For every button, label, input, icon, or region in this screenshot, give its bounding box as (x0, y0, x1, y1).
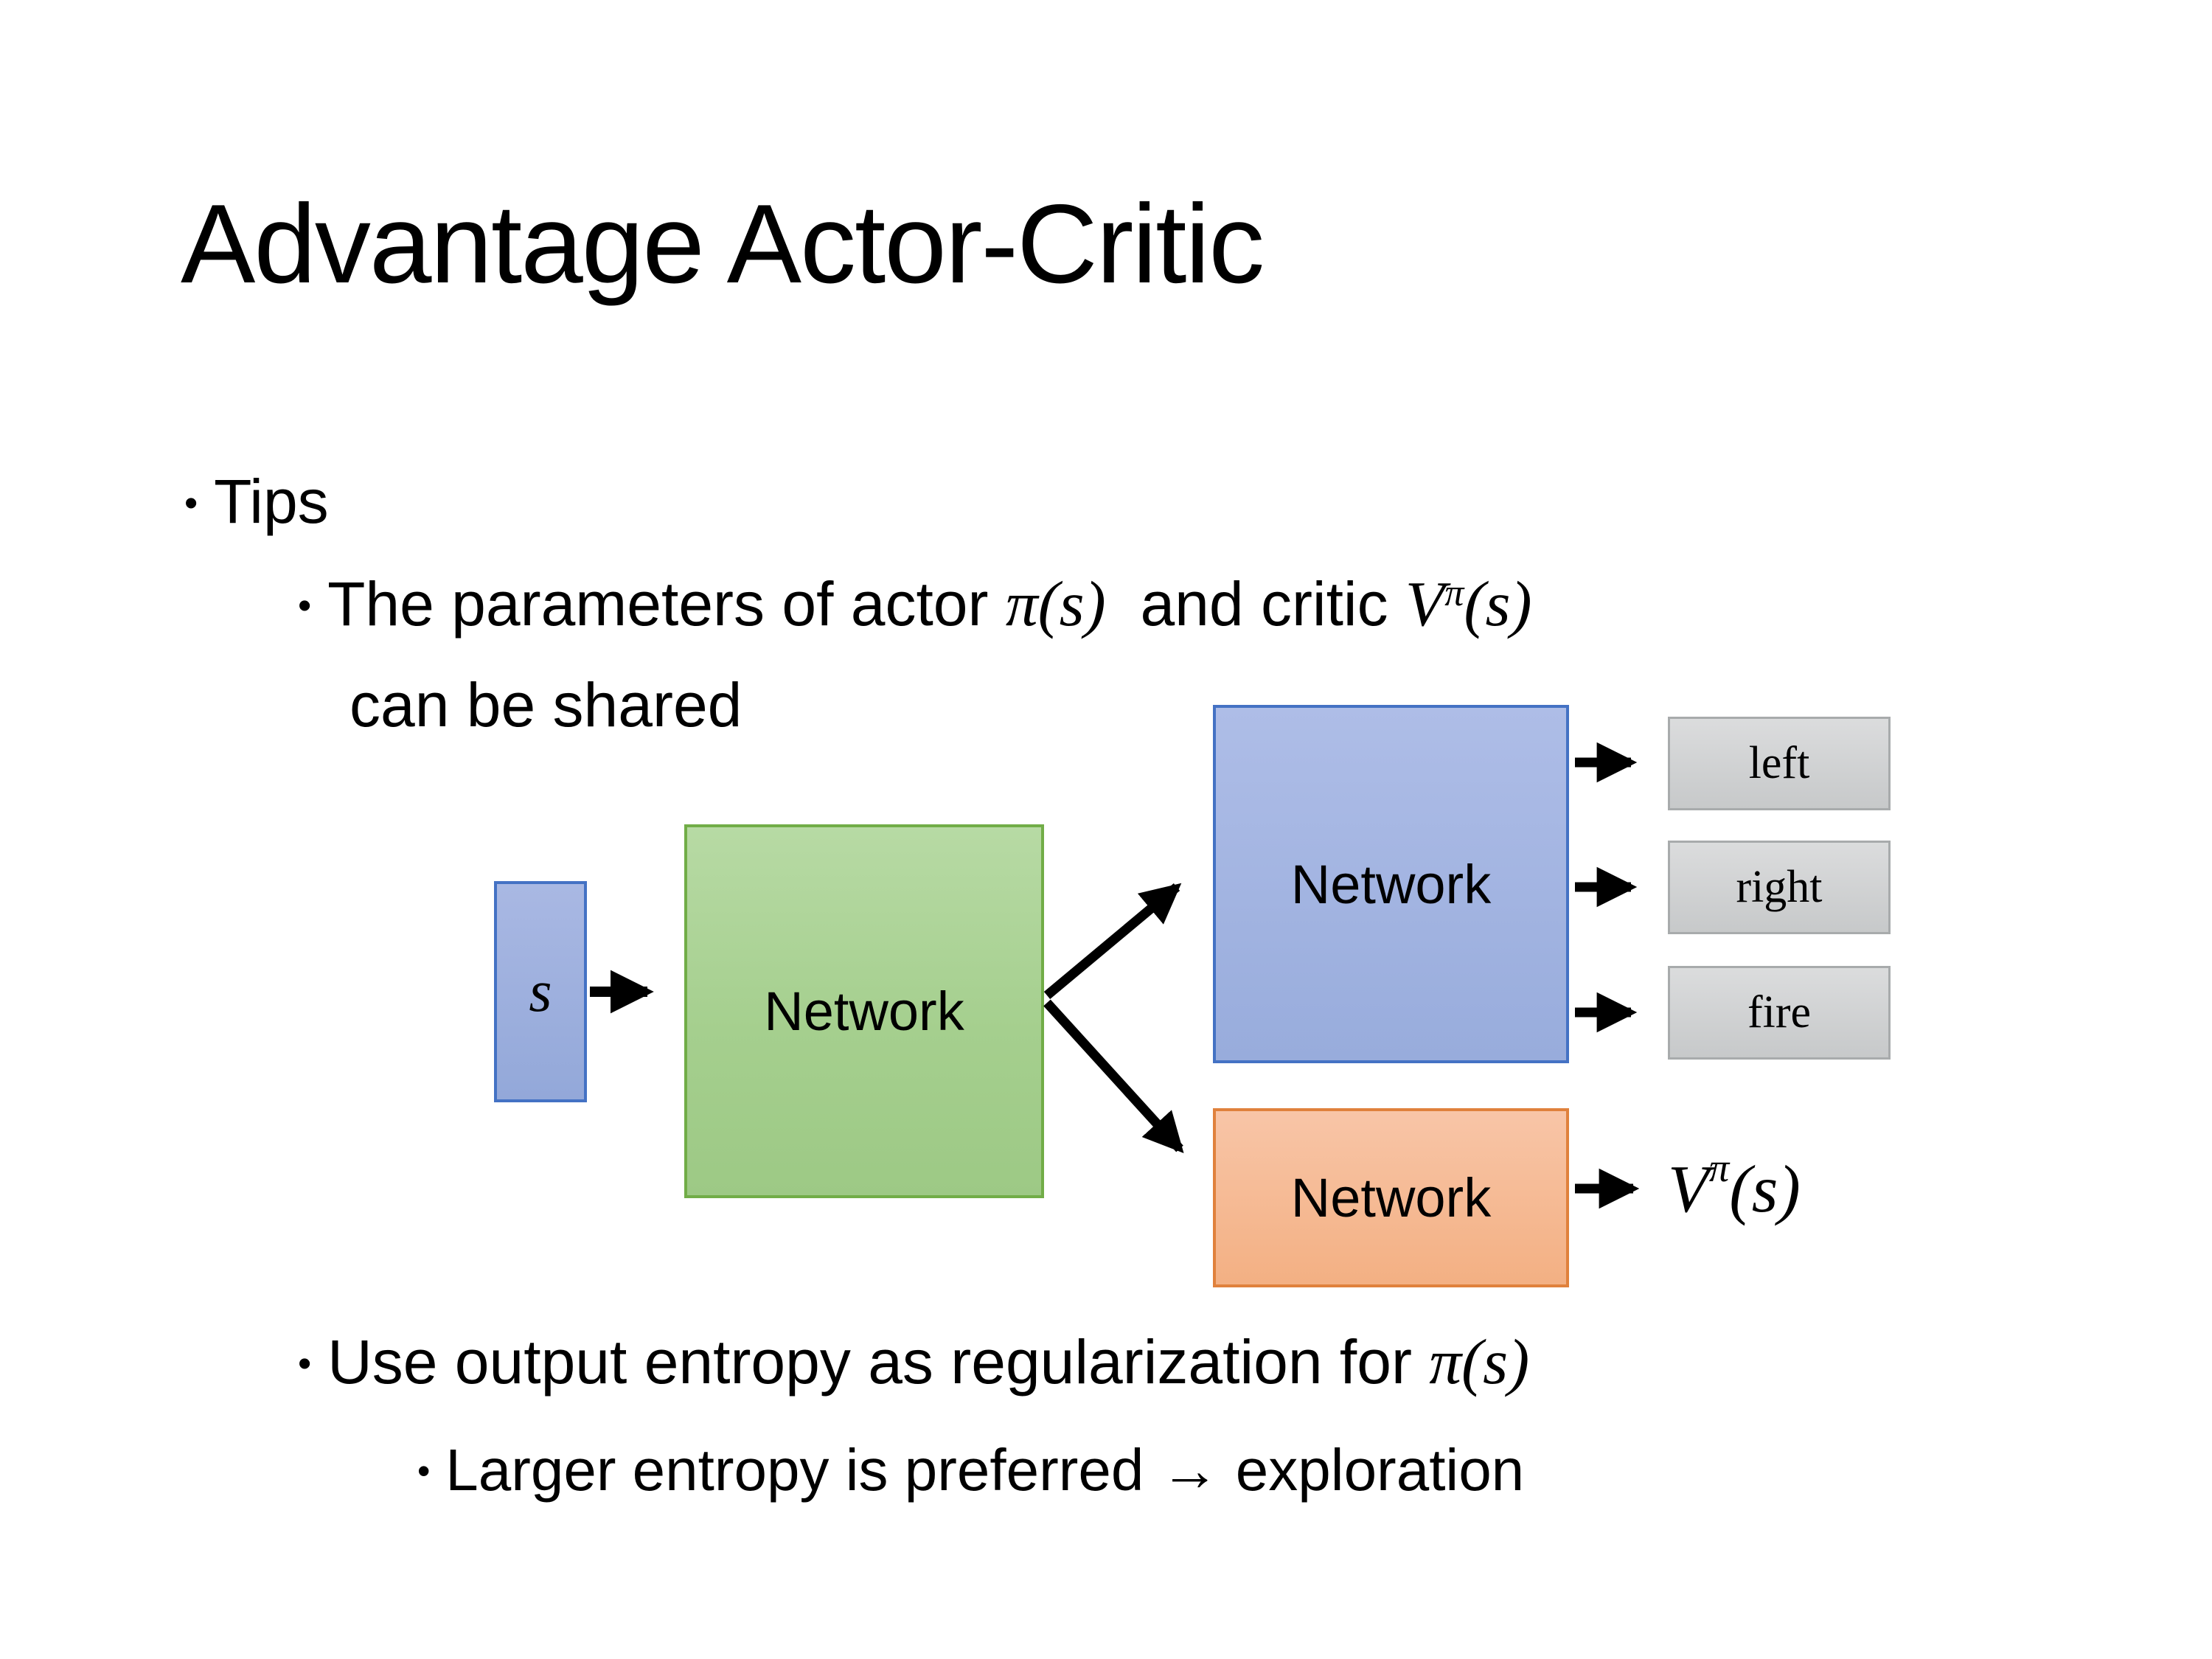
actor-network-box: Network (1213, 705, 1569, 1063)
action-box-left: left (1668, 717, 1891, 810)
value-base: V (1668, 1151, 1709, 1226)
bullet-tips: • Tips (184, 466, 329, 538)
exploration-text: Larger entropy is preferred → exploratio… (445, 1437, 1525, 1503)
shared-network-box: Network (684, 824, 1044, 1198)
tips-label: Tips (214, 467, 329, 536)
action-box-right: right (1668, 841, 1891, 934)
critic-value-math-base: V (1405, 568, 1445, 639)
action-box-fire: fire (1668, 966, 1891, 1060)
bullet-shared-line2: can be shared (349, 669, 742, 741)
critic-value-math-sup: π (1444, 571, 1464, 614)
bullet-dot-icon: • (417, 1450, 431, 1492)
shared-text-line2: can be shared (349, 670, 742, 740)
state-label: s (529, 959, 552, 1024)
value-sup: π (1708, 1145, 1730, 1191)
state-input-box: s (494, 881, 587, 1102)
action-fire-label: fire (1747, 987, 1812, 1037)
bullet-dot-icon: • (298, 584, 312, 627)
action-left-label: left (1748, 738, 1810, 788)
action-right-label: right (1736, 862, 1823, 912)
arrow-shared-to-critic (1043, 999, 1184, 1154)
bullet-exploration: • Larger entropy is preferred → explorati… (417, 1436, 1524, 1504)
critic-network-box: Network (1213, 1108, 1569, 1287)
critic-network-label: Network (1290, 1167, 1492, 1228)
shared-text-part1: The parameters of actor (327, 569, 1006, 639)
bullet-shared-parameters: • The parameters of actor π(s) and critic… (298, 566, 1532, 641)
bullet-entropy-regularization: • Use output entropy as regularization fo… (298, 1324, 1529, 1399)
bullet-dot-icon: • (184, 481, 198, 525)
shared-text-part2: and critic (1105, 569, 1405, 639)
slide-title: Advantage Actor-Critic (181, 181, 1265, 307)
arrow-shared-to-actor (1043, 883, 1182, 999)
policy-math: π(s) (1429, 1326, 1530, 1397)
critic-value-math-arg: (s) (1464, 568, 1532, 639)
entropy-text-part1: Use output entropy as regularization for (327, 1327, 1430, 1397)
actor-network-label: Network (1290, 853, 1492, 915)
shared-network-label: Network (764, 981, 964, 1042)
actor-policy-math: π(s) (1005, 568, 1106, 639)
value-arg: (s) (1729, 1151, 1801, 1226)
bullet-dot-icon: • (298, 1342, 312, 1385)
